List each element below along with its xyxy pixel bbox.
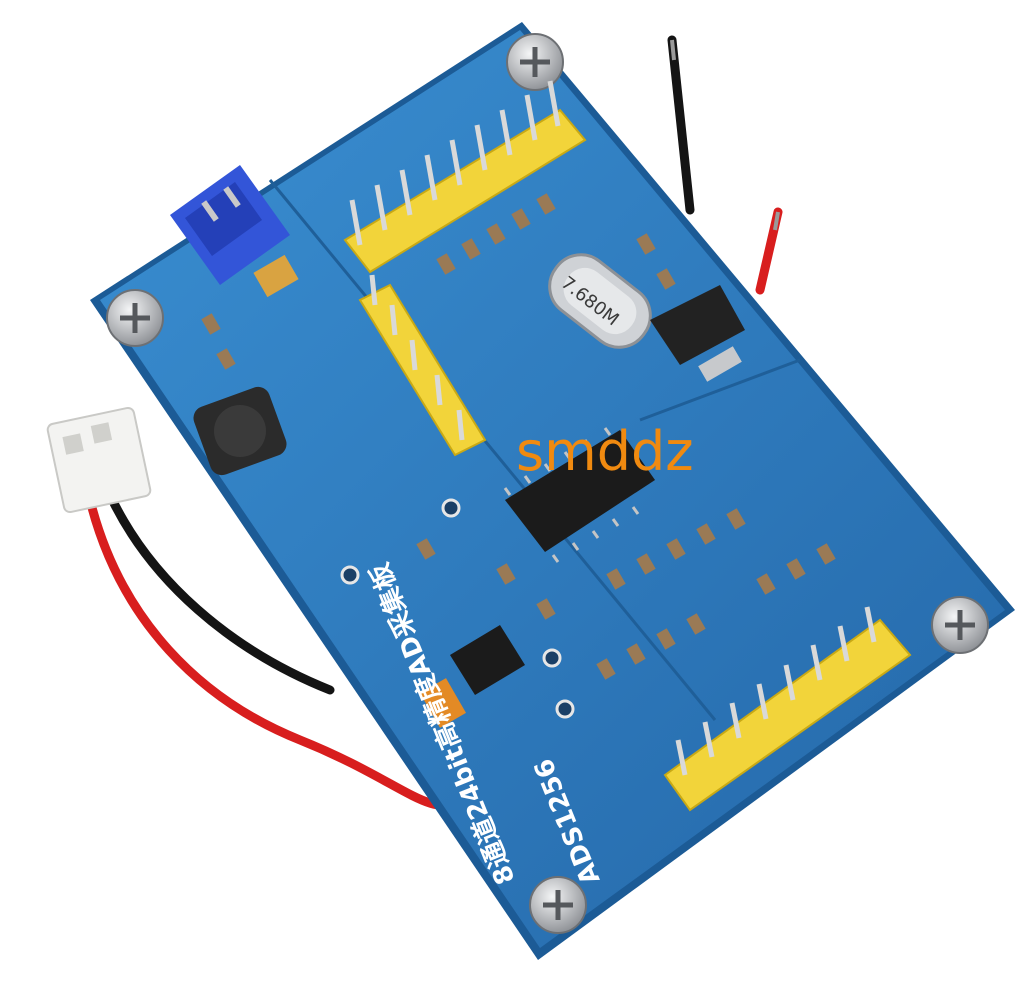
- crystal-oscillator: [548, 253, 652, 349]
- ads1256-chip: [503, 427, 655, 563]
- op-amp-chip: [450, 625, 525, 695]
- screw-bottom: [529, 876, 587, 934]
- orange-cap: [420, 678, 466, 728]
- screw-left: [106, 289, 164, 347]
- test-points: [340, 498, 575, 719]
- watermark: smddz: [516, 420, 694, 483]
- white-jst-connector: [46, 406, 152, 514]
- inductor: [193, 386, 287, 476]
- top-pin-header: [343, 80, 587, 274]
- screw-top: [506, 33, 564, 91]
- analog-pin-header: [663, 606, 912, 812]
- screw-right: [931, 596, 989, 654]
- black-wire: [105, 490, 335, 695]
- tantalum-cap: [253, 254, 299, 298]
- side-pin-header: [358, 274, 487, 457]
- red-wire: [85, 495, 465, 810]
- blue-power-connector: [170, 165, 290, 285]
- top-wires: [667, 35, 783, 295]
- smd-components: [201, 193, 836, 680]
- regulator-chip: [650, 285, 745, 382]
